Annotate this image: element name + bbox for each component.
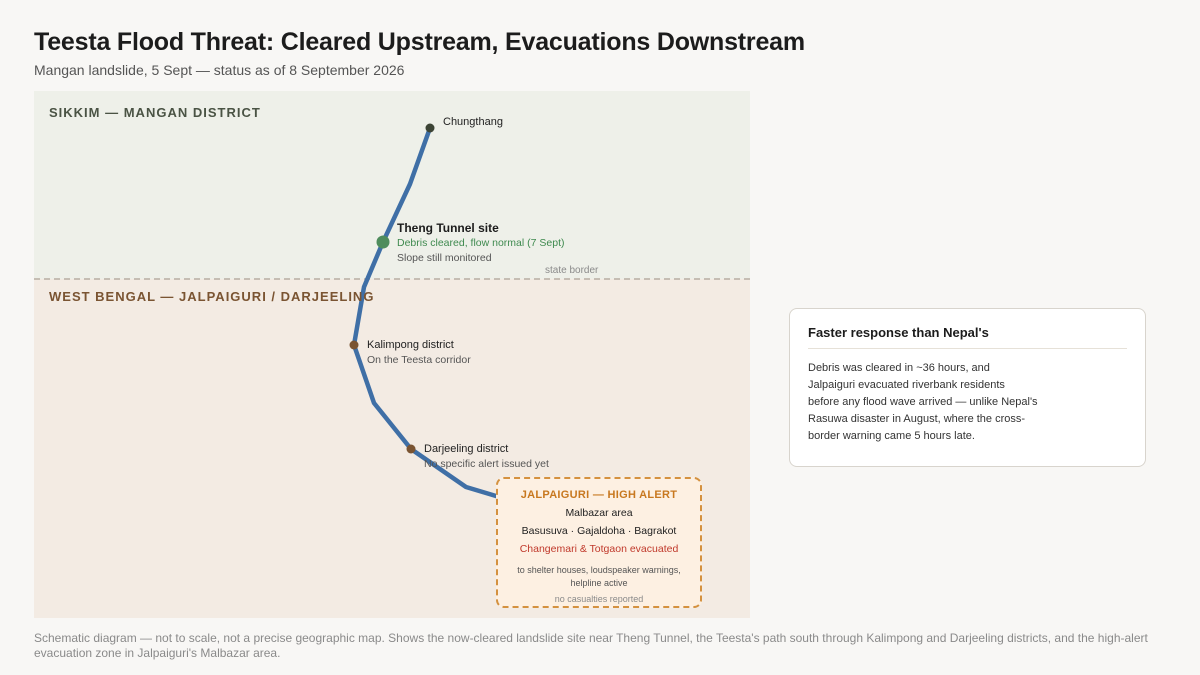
theng-tunnel-marker [376,235,390,249]
sikkim-region [34,91,750,279]
map-canvas [34,91,750,618]
darjeeling-marker [406,444,416,454]
place-note: No specific alert issued yet [424,458,549,470]
alert-title: JALPAIGURI — HIGH ALERT [520,489,678,501]
alert-villages: Basusuva · Gajaldoha · Bagrakot [521,525,677,537]
comparison-callout: Faster response than Nepal's Debris was … [789,308,1146,467]
footnote: Schematic diagram — not to scale, not a … [34,631,1148,660]
alert-measures: to shelter houses, loudspeaker warnings,… [517,565,681,588]
place-note: Slope still monitored [397,251,492,264]
chungthang-marker [425,123,435,133]
alert-evacuated: Changemari & Totgaon evacuated [519,543,679,555]
state-border-label: state border [545,265,599,276]
alert-area: Malbazar area [565,507,633,519]
place-darjeeling: Darjeeling district No specific alert is… [424,444,549,470]
place-note: On the Teesta corridor [367,354,471,366]
region-label-sikkim: SIKKIM — MANGAN DISTRICT [49,105,261,120]
place-status: Debris cleared, flow normal (7 Sept) [397,237,565,249]
schematic-map: SIKKIM — MANGAN DISTRICT WEST BENGAL — J… [34,91,750,618]
kalimpong-marker [349,340,359,350]
page-title: Teesta Flood Threat: Cleared Upstream, E… [34,28,805,56]
place-name: Kalimpong district [367,339,454,351]
place-chungthang: Chungthang [443,117,503,128]
callout-title: Faster response than Nepal's [808,325,1127,349]
place-kalimpong: Kalimpong district On the Teesta corrido… [367,340,471,366]
callout-body: Debris was cleared in ~36 hours, and Jal… [808,362,1038,442]
place-theng-tunnel: Theng Tunnel site Debris cleared, flow n… [397,222,564,263]
place-name: Theng Tunnel site [397,221,499,235]
place-name: Darjeeling district [424,443,509,455]
alert-casualties: no casualties reported [554,594,644,604]
region-label-west-bengal: WEST BENGAL — JALPAIGURI / DARJEELING [49,289,375,304]
jalpaiguri-alert-zone: JALPAIGURI — HIGH ALERT Malbazar area Ba… [496,477,702,608]
place-name: Chungthang [443,116,503,128]
page-subtitle: Mangan landslide, 5 Sept — status as of … [34,62,405,78]
